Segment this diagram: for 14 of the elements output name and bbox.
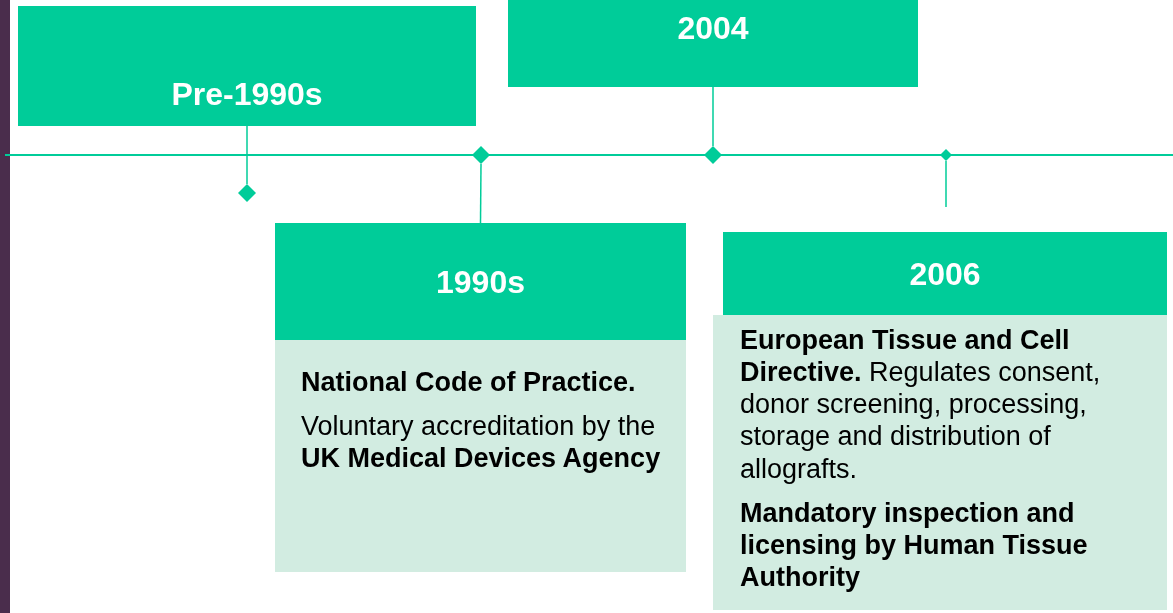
connector-line xyxy=(712,86,714,147)
timeline-marker-diamond xyxy=(238,184,256,202)
year-header-box: Pre-1990s xyxy=(18,6,476,126)
timeline-marker-diamond xyxy=(940,149,952,161)
year-header-box: 2006 xyxy=(723,232,1167,315)
year-header-box: 1990s xyxy=(275,223,686,340)
description-box: National Code of Practice. Voluntary accreditation by the UK Medical Devices Agency xyxy=(275,340,686,572)
timeline-marker-diamond xyxy=(472,146,490,164)
timeline-marker-diamond xyxy=(704,146,722,164)
connector-line xyxy=(945,160,947,208)
year-header-box: 2004 xyxy=(508,0,918,87)
connector-line xyxy=(479,163,482,224)
description-box: European Tissue and Cell Directive. Regulates consent, donor screening, processing, storage and distribution of allografts. Mandatory inspection and licensing by Human Tissue Authority xyxy=(713,315,1167,610)
connector-line xyxy=(246,125,248,185)
